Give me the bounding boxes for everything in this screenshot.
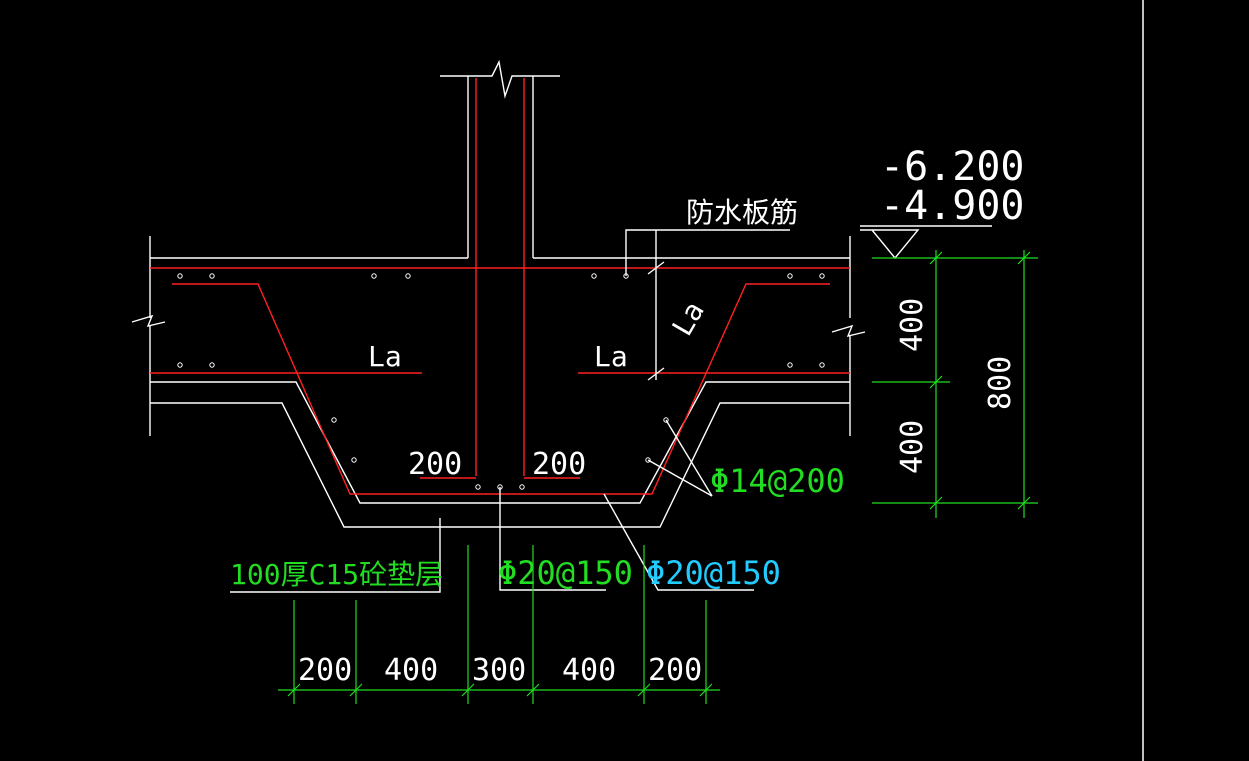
- rebar-lines: [150, 78, 850, 495]
- rebar-20-b-label: Φ20@150: [646, 554, 781, 592]
- la-diagonal-label: La: [665, 296, 710, 342]
- h-dim-label: 200: [648, 653, 702, 688]
- la-left-label: La: [368, 340, 402, 373]
- h-dim-label: 200: [298, 653, 352, 688]
- elevation-bottom-label: -4.900: [880, 183, 1025, 229]
- cushion-layer-label: 100厚C15砼垫层: [230, 558, 443, 591]
- h-dim-label: 400: [384, 653, 438, 688]
- la-right-label: La: [594, 340, 628, 373]
- dimension-lines: [278, 250, 1038, 704]
- rebar-section-dots: [177, 273, 825, 490]
- v-dim-800-label: 800: [983, 356, 1018, 410]
- dim-200-right-label: 200: [532, 447, 586, 482]
- rebar-20-a-label: Φ20@150: [498, 554, 633, 592]
- dim-200-left-label: 200: [408, 447, 462, 482]
- h-dim-label: 400: [562, 653, 616, 688]
- elevation-top-label: -6.200: [880, 144, 1025, 190]
- leader-lines: [230, 225, 992, 593]
- v-dim-400-bottom-label: 400: [895, 420, 930, 474]
- waterproof-rebar-label: 防水板筋: [686, 196, 798, 229]
- concrete-outline: [131, 59, 866, 528]
- v-dim-400-top-label: 400: [895, 298, 930, 352]
- rebar-14-label: Φ14@200: [710, 462, 845, 500]
- h-dim-label: 300: [472, 653, 526, 688]
